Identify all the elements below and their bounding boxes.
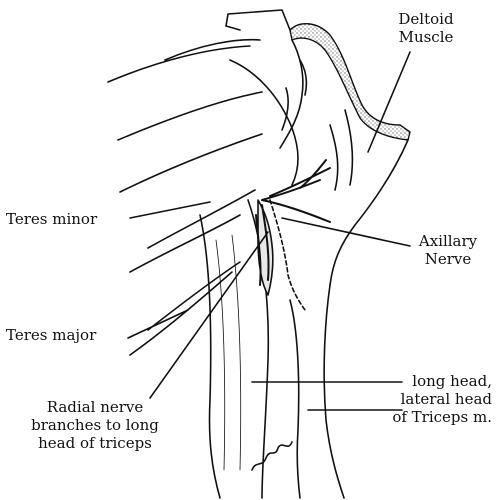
triceps-seam-dashed	[269, 199, 306, 311]
triceps-label-line-2: lateral head	[400, 390, 492, 408]
deltoid-muscle-label: Deltoid Muscle	[386, 10, 466, 46]
deltoid-stippled-border	[289, 23, 411, 141]
teres-minor-leader-line	[129, 201, 211, 219]
teres-minor-outline	[129, 189, 256, 273]
deltoid-inner-contour	[329, 109, 354, 191]
radial-label-line-3: head of triceps	[38, 434, 152, 452]
bone-crease	[281, 59, 308, 131]
teres-major-leader-line	[127, 309, 189, 339]
triceps-lower-jagged-edge	[251, 441, 293, 471]
deltoid-label-line-2: Muscle	[398, 28, 454, 46]
axillary-nerve	[261, 159, 331, 223]
triceps-label-line-3: of Triceps m.	[392, 408, 492, 426]
triceps-label: long head, lateral head of Triceps m.	[380, 372, 492, 426]
axillary-nerve-label: Axillary Nerve	[412, 232, 484, 268]
radial-label-line-2: branches to long	[31, 416, 159, 434]
triceps-label-line-1: long head,	[412, 372, 492, 390]
radial-leader-line	[149, 231, 269, 399]
triceps-fiber-lines	[215, 234, 242, 471]
deltoid-muscle-outline	[329, 139, 409, 286]
muscle-fiber-lines	[107, 38, 263, 193]
triceps-lateral-head-outline	[289, 284, 345, 499]
axillary-label-line-2: Nerve	[424, 250, 472, 268]
infraspinatus-edge	[229, 59, 299, 186]
deltoid-label-line-1: Deltoid	[398, 10, 454, 28]
axillary-leader-line	[281, 217, 411, 247]
radial-nerve	[255, 204, 270, 286]
radial-nerve-label: Radial nerve branches to long head of tr…	[20, 398, 170, 452]
radial-label-line-1: Radial nerve	[46, 398, 144, 416]
axillary-label-line-1: Axillary	[418, 232, 478, 250]
deltoid-leader-line	[367, 51, 411, 153]
teres-major-outline	[129, 261, 241, 356]
humerus-head-outline	[225, 9, 304, 149]
teres-minor-label: Teres minor	[6, 210, 98, 228]
teres-major-label: Teres major	[6, 326, 97, 344]
